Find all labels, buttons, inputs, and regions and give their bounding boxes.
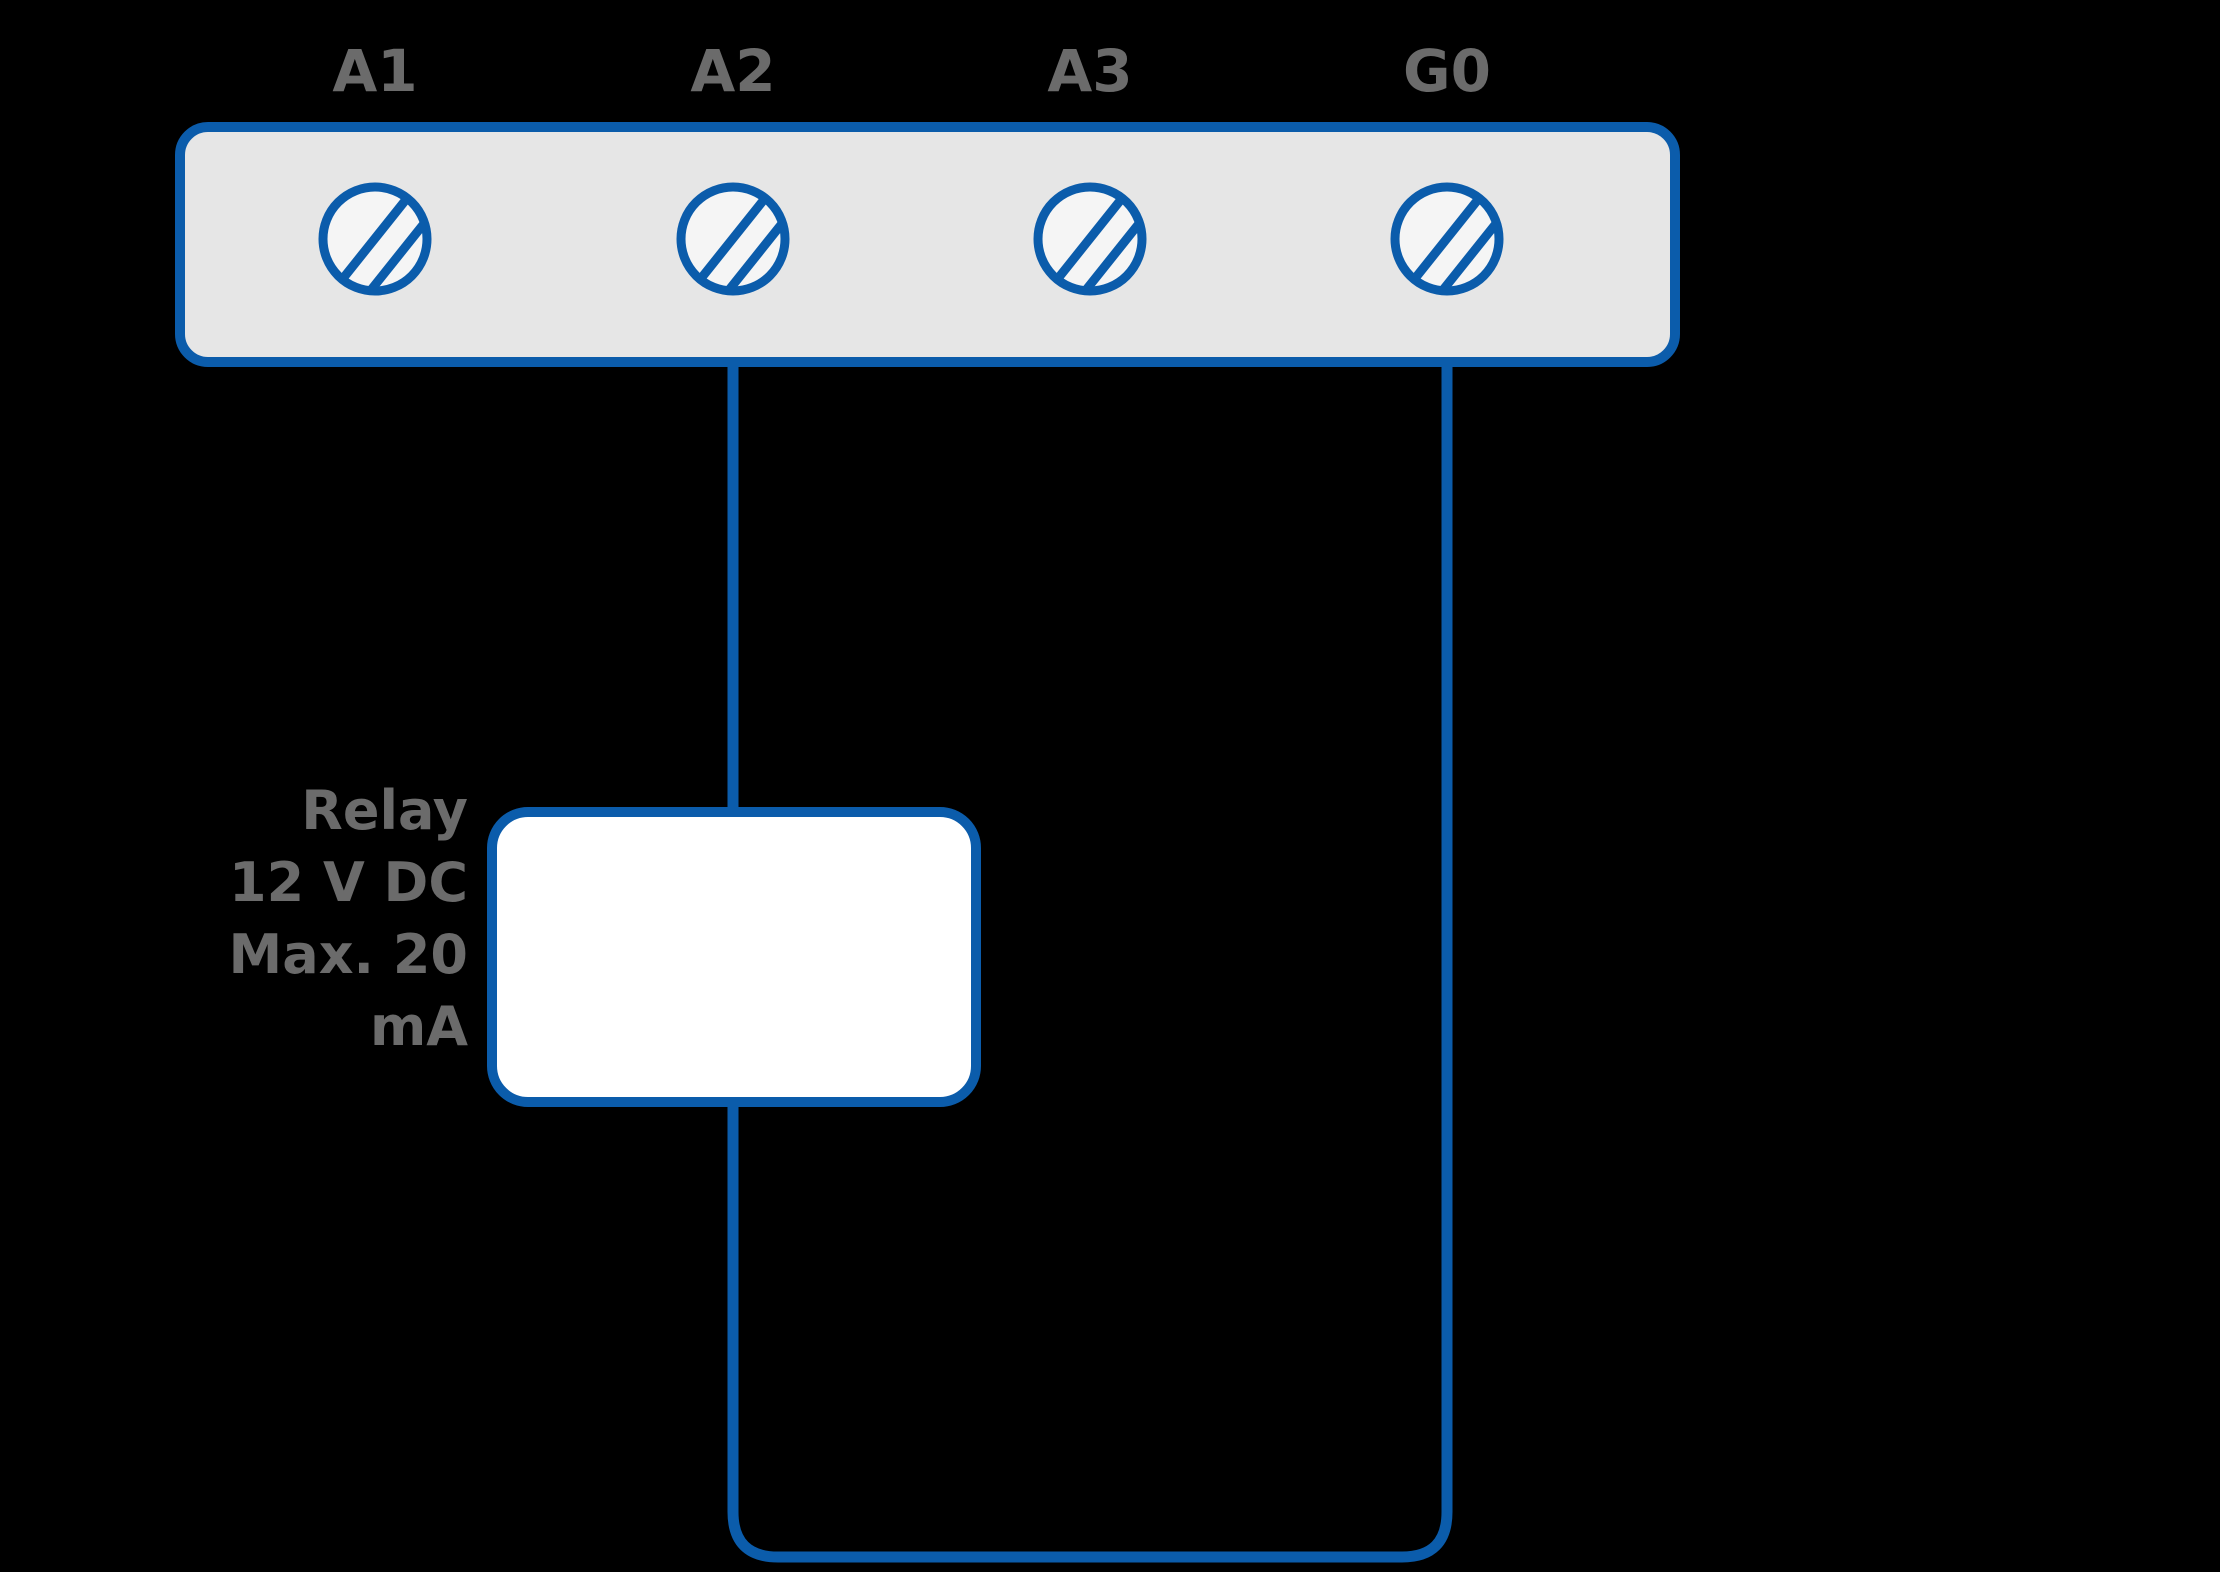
terminal-block[interactable] (175, 122, 1680, 367)
terminal-label-a1: A1 (332, 37, 417, 105)
relay-caption: Relay 12 V DC Max. 20 mA (229, 779, 469, 1058)
screw-terminal-a3[interactable] (1033, 182, 1165, 310)
relay-component[interactable] (487, 807, 981, 1107)
screw-terminal-g0[interactable] (1390, 182, 1522, 310)
relay-caption-line-3: Max. 20 (229, 923, 468, 986)
wire-group (727, 360, 1453, 1563)
terminal-labels: A1 A2 A3 G0 (332, 37, 1491, 105)
relay-body (487, 807, 981, 1107)
relay-caption-line-1: Relay (301, 779, 468, 842)
screw-terminal-a1[interactable] (318, 182, 450, 310)
relay-caption-line-4: mA (370, 995, 468, 1058)
relay-caption-line-2: 12 V DC (229, 851, 468, 914)
terminal-block-body (175, 122, 1680, 367)
terminal-label-a2: A2 (690, 37, 775, 105)
terminal-label-a3: A3 (1047, 37, 1132, 105)
terminal-label-g0: G0 (1403, 37, 1491, 105)
wire-relay-through (727, 360, 1453, 1563)
screw-terminal-a2[interactable] (676, 182, 808, 310)
